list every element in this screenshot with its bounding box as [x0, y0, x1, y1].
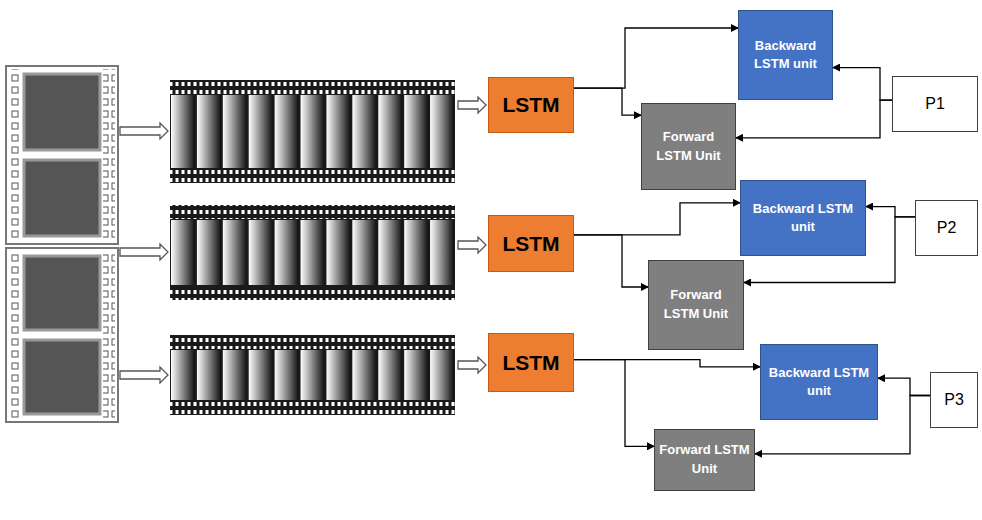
- connector-arrow: [574, 235, 648, 287]
- node-label: Forward LSTM Unit: [653, 286, 739, 324]
- film-strip: [170, 80, 455, 415]
- connector-arrow: [833, 68, 892, 100]
- forward-lstm-unit: Forward LSTM Unit: [641, 103, 736, 190]
- output-box: P1: [892, 76, 978, 132]
- connector-arrow: [574, 360, 654, 447]
- forward-lstm-unit: Forward LSTM Unit: [654, 429, 755, 491]
- node-label: Backward LSTM unit: [743, 37, 828, 72]
- connector-arrow: [574, 203, 740, 235]
- hollow-arrow: [120, 97, 486, 383]
- film-reel-icon: [6, 66, 118, 422]
- node-label: Backward LSTM unit: [765, 364, 873, 399]
- node-label: LSTM: [502, 232, 559, 256]
- connector-arrow: [736, 100, 892, 138]
- node-label: LSTM: [502, 93, 559, 117]
- connector-arrow: [574, 360, 760, 367]
- node-label: Forward LSTM Unit: [646, 128, 731, 166]
- backward-lstm-unit: Backward LSTM unit: [738, 10, 833, 100]
- node-label: Backward LSTM unit: [745, 200, 861, 235]
- backward-lstm-unit: Backward LSTM unit: [740, 180, 866, 256]
- node-label: P1: [925, 95, 945, 113]
- lstm-box: LSTM: [488, 77, 574, 133]
- output-box: P3: [930, 372, 978, 428]
- node-label: Forward LSTM Unit: [659, 441, 750, 479]
- lstm-box: LSTM: [488, 333, 574, 392]
- connector-arrow: [878, 378, 930, 395]
- node-label: P2: [937, 219, 957, 237]
- output-box: P2: [915, 200, 978, 256]
- connector-arrow: [574, 28, 738, 88]
- node-label: P3: [944, 391, 964, 409]
- connector-arrow: [574, 88, 641, 115]
- node-label: LSTM: [502, 351, 559, 375]
- connector-arrow: [866, 207, 915, 217]
- backward-lstm-unit: Backward LSTM unit: [760, 344, 878, 420]
- lstm-box: LSTM: [488, 215, 574, 272]
- forward-lstm-unit: Forward LSTM Unit: [648, 260, 744, 350]
